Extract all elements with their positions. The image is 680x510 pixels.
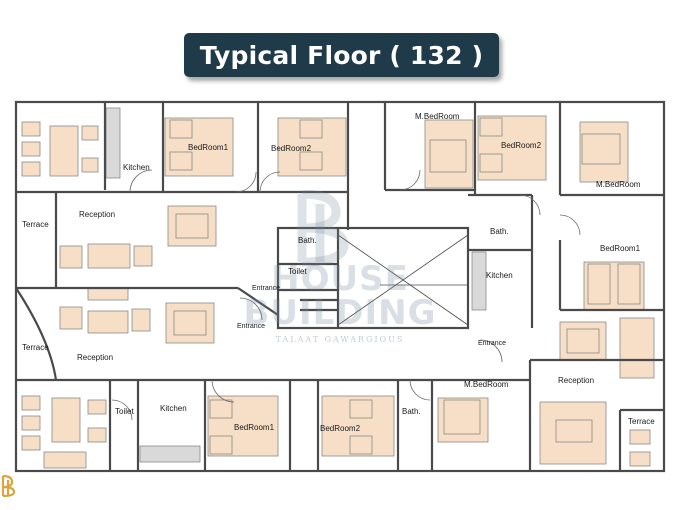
room-label-bedroom2: BedRoom2 (271, 144, 312, 153)
door-swings (111, 169, 581, 421)
room-label-toilet: Toilet (288, 267, 307, 276)
room-label-entrance: Entrance (478, 340, 507, 347)
room-label-master-bedroom: M.BedRoom (596, 180, 641, 189)
room-label-kitchen: Kitchen (486, 271, 513, 280)
room-label-bedroom2: BedRoom2 (320, 424, 361, 433)
room-label-bath: Bath. (490, 227, 509, 236)
room-label-master-bedroom: M.BedRoom (464, 380, 509, 389)
corner-logo-mark (1, 474, 16, 498)
room-label-reception: Reception (558, 376, 595, 385)
room-label-master-bedroom: M.BedRoom (415, 112, 460, 121)
room-label-entrance: Entrance (252, 285, 281, 292)
room-label-toilet: Toilet (115, 407, 134, 416)
room-label-terrace: Terrace (22, 220, 49, 229)
room-label-bedroom1: BedRoom1 (234, 423, 275, 432)
page-title: Typical Floor ( 132 ) (199, 40, 484, 70)
room-label-bedroom2: BedRoom2 (501, 141, 542, 150)
room-label-reception: Reception (79, 210, 116, 219)
room-label-reception: Reception (77, 353, 114, 362)
room-label-kitchen: Kitchen (160, 404, 187, 413)
room-label-kitchen: Kitchen (123, 163, 150, 172)
room-label-bedroom1: BedRoom1 (188, 143, 229, 152)
title-banner: Typical Floor ( 132 ) (184, 33, 499, 77)
furniture-layer (21, 107, 655, 469)
room-label-terrace: Terrace (628, 417, 655, 426)
room-label-bath: Bath. (402, 407, 421, 416)
walls-layer (14, 100, 666, 473)
room-label-entrance: Entrance (237, 323, 266, 330)
room-label-terrace: Terrace (22, 343, 49, 352)
room-label-bedroom1: BedRoom1 (600, 244, 641, 253)
room-label-bath: Bath. (298, 236, 317, 245)
